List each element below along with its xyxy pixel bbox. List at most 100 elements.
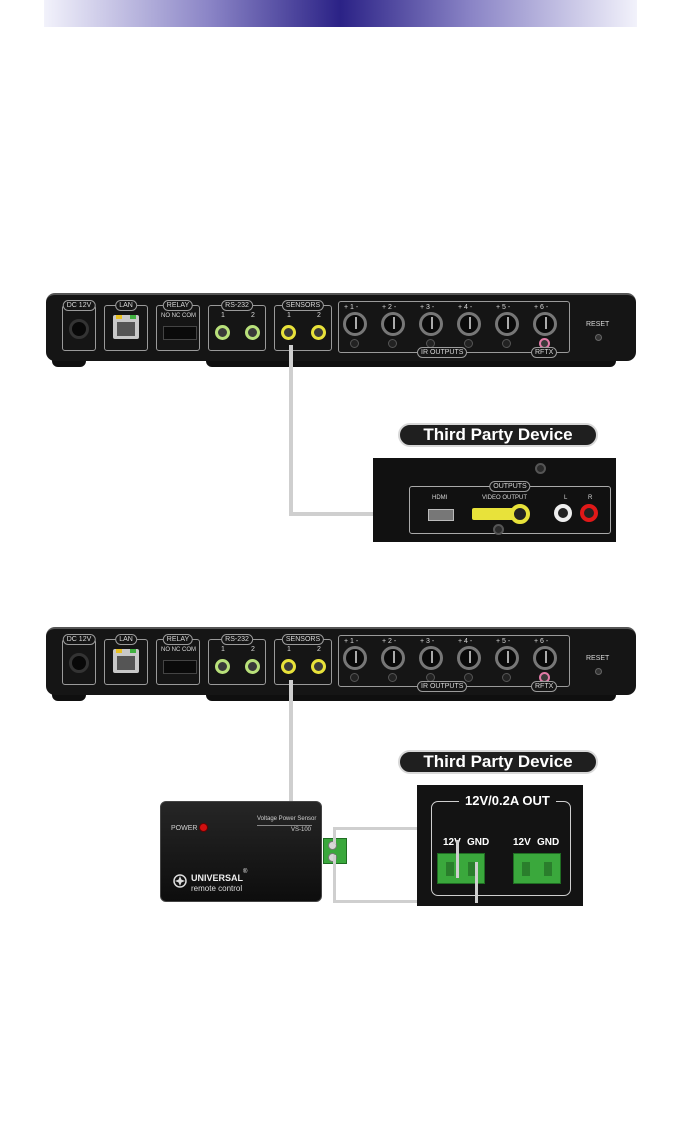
third-party-device-title-1: Third Party Device [398, 423, 598, 447]
ir-outputs-group: + 1 - + 2 - + 3 - + 4 - + 5 - + 6 - IR O… [338, 635, 570, 692]
lan-label: LAN [115, 300, 137, 311]
lan-led [130, 315, 136, 319]
dc-jack [69, 653, 89, 673]
rs232-jack-2 [245, 325, 260, 340]
relay-group: RELAY NO NC COM [156, 300, 200, 351]
hdmi-port [428, 509, 454, 521]
header-gradient-bar [44, 0, 637, 27]
ir-output-jack [495, 312, 519, 336]
ir-port-1-label: + 1 - [344, 304, 359, 311]
ir-output-jack [419, 646, 443, 670]
ir-port-6-label: + 6 - [534, 304, 549, 311]
terminal-screw [328, 853, 337, 862]
sensor-name: Voltage Power Sensor [257, 816, 317, 822]
relay-terminal [163, 326, 197, 340]
ir-output-jack [457, 646, 481, 670]
sensors-group: SENSORS 1 2 [274, 634, 332, 685]
ir-led [388, 673, 397, 682]
dc-group: DC 12V [62, 300, 96, 351]
sensor-power-label: POWER [171, 825, 198, 832]
sensor-port-1-label: 1 [287, 312, 291, 319]
hub-panel: DC 12V LAN RELAY NO NC COM RS-232 1 2 SE… [46, 627, 636, 695]
hub-rear-panel-2: DC 12V LAN RELAY NO NC COM RS-232 1 2 SE… [46, 627, 636, 703]
mount-screw [493, 524, 504, 535]
lan-group: LAN [104, 634, 148, 685]
terminal-slot [468, 862, 476, 876]
ir-port-3-label: + 3 - [420, 638, 435, 645]
ir-output-jack [495, 646, 519, 670]
ir-port-4-label: + 4 - [458, 304, 473, 311]
voltage-power-sensor: POWER Voltage Power Sensor VS-100 UNIVER… [160, 801, 322, 902]
ir-output-jack [381, 312, 405, 336]
rs232-jack-1 [215, 659, 230, 674]
terminal-label-12v-a: 12V [443, 837, 461, 848]
reset-label: RESET [586, 655, 610, 662]
ir-led [464, 673, 473, 682]
ir-port-4-label: + 4 - [458, 638, 473, 645]
output-rating-label: 12V/0.2A OUT [459, 793, 556, 809]
terminal-screw [328, 841, 337, 850]
ir-outputs-label: IR OUTPUTS [417, 347, 468, 358]
rs232-port-1-label: 1 [221, 312, 225, 319]
ir-port-5-label: + 5 - [496, 638, 511, 645]
rs232-group: RS-232 1 2 [208, 300, 266, 351]
ir-output-jack [343, 312, 367, 336]
outputs-group: OUTPUTS HDMI VIDEO OUTPUT L R [409, 481, 611, 534]
sensor-port-2-label: 2 [317, 312, 321, 319]
rs232-port-1-label: 1 [221, 646, 225, 653]
sensor-cable [289, 680, 293, 802]
third-party-device-title-2: Third Party Device [398, 750, 598, 774]
audio-left-jack [554, 504, 572, 522]
ir-led [350, 339, 359, 348]
lan-port [113, 315, 139, 339]
ir-port-3-label: + 3 - [420, 304, 435, 311]
power-led [199, 823, 208, 832]
wire-12v-top [333, 827, 459, 830]
power-output-panel: 12V/0.2A OUT 12V GND 12V GND [417, 785, 583, 906]
brand-subtitle: remote control [191, 884, 243, 893]
sensor-port-2-label: 2 [317, 646, 321, 653]
hdmi-label: HDMI [432, 495, 448, 501]
sensors-group: SENSORS 1 2 [274, 300, 332, 351]
sensor-divider [257, 825, 312, 826]
terminal-block-b [513, 853, 561, 884]
rs232-port-2-label: 2 [251, 312, 255, 319]
rca-video-plug [472, 508, 516, 520]
wire-12v-left [333, 827, 336, 844]
terminal-slot [522, 862, 530, 876]
relay-pins-label: NO NC COM [161, 647, 196, 653]
terminal-label-gnd-a: GND [467, 837, 490, 848]
ir-outputs-label: IR OUTPUTS [417, 681, 468, 692]
ir-output-jack [533, 312, 557, 336]
wire-gnd-end [475, 862, 478, 903]
hub-rear-panel-1: DC 12V LAN RELAY NO NC COM RS-232 1 2 SE… [46, 293, 636, 369]
rftx-label: RFTX [531, 681, 558, 692]
wire-12v-end [456, 840, 459, 878]
ir-output-jack [533, 646, 557, 670]
sensor-port-1-label: 1 [287, 646, 291, 653]
relay-label: RELAY [162, 300, 194, 311]
sensor-jack-2 [311, 325, 326, 340]
dc-jack [69, 319, 89, 339]
sensors-label: SENSORS [281, 300, 325, 311]
ir-output-jack [381, 646, 405, 670]
outputs-label: OUTPUTS [489, 481, 531, 492]
video-output-jack [510, 504, 530, 524]
sensor-model: VS-100 [291, 827, 312, 833]
dc-label: DC 12V [62, 300, 96, 311]
ir-led [464, 339, 473, 348]
brand-registered-mark: ® [243, 869, 248, 875]
wire-gnd-bottom [333, 900, 478, 903]
rs232-jack-2 [245, 659, 260, 674]
av-device-panel: OUTPUTS HDMI VIDEO OUTPUT L R [373, 458, 616, 542]
video-output-label: VIDEO OUTPUT [482, 495, 528, 501]
terminal-label-gnd-b: GND [537, 837, 560, 848]
brand-name: UNIVERSAL [191, 873, 244, 883]
ir-output-jack [343, 646, 367, 670]
ir-port-1-label: + 1 - [344, 638, 359, 645]
rs232-label: RS-232 [221, 634, 253, 645]
av-cable-vertical [289, 345, 293, 515]
lan-led [116, 315, 122, 319]
audio-right-jack [580, 504, 598, 522]
hub-panel: DC 12V LAN RELAY NO NC COM RS-232 1 2 SE… [46, 293, 636, 361]
